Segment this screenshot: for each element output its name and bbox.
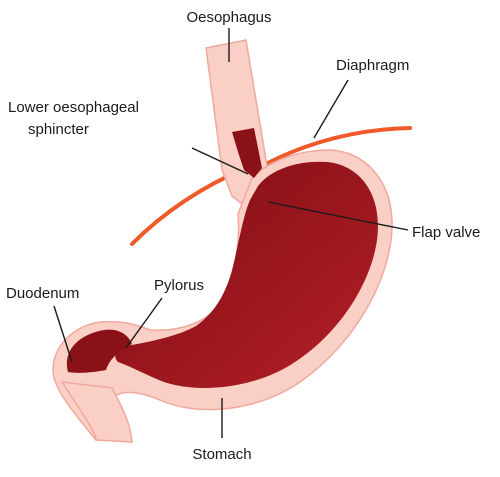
diaphragm-leader (313, 79, 349, 139)
oesophagus-lumen (232, 128, 262, 178)
label-lower-sphincter-line2: sphincter (28, 121, 89, 138)
label-stomach: Stomach (192, 446, 251, 463)
stomach-lumen (115, 161, 379, 388)
duodenum-leader (53, 305, 73, 363)
label-oesophagus: Oesophagus (186, 9, 271, 26)
flap-valve-leader (267, 201, 409, 231)
duodenum-lumen (66, 329, 132, 373)
label-flap-valve: Flap valve (412, 224, 480, 241)
label-pylorus: Pylorus (154, 277, 204, 294)
diaphragm-right (260, 126, 412, 168)
label-diaphragm: Diaphragm (336, 57, 409, 74)
label-duodenum: Duodenum (6, 285, 79, 302)
duodenum-tube (60, 381, 133, 443)
label-lower-sphincter-line1: Lower oesophageal (8, 99, 139, 116)
pylorus-leader (125, 297, 163, 349)
sphincter-leader (191, 147, 249, 175)
